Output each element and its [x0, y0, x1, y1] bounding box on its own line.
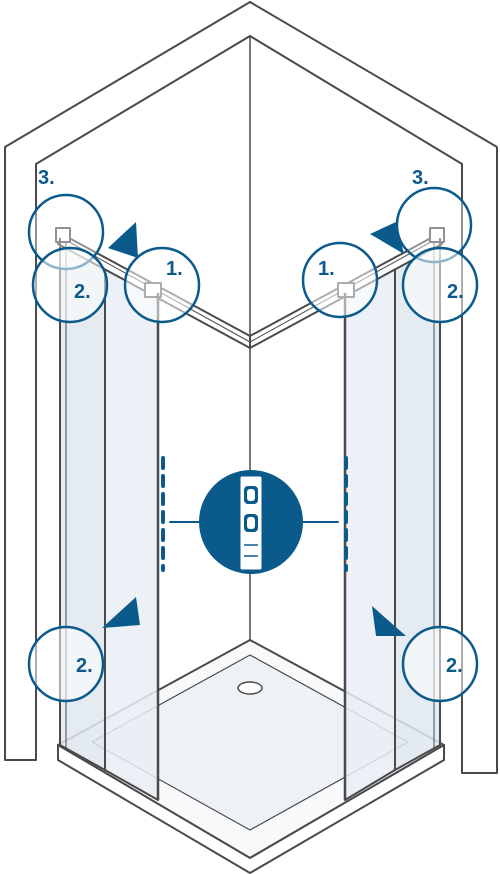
callout-circle-1-right: [301, 241, 379, 319]
bottom-right-arrow-icon: [372, 606, 406, 636]
right-sliding-door-panel: [344, 264, 396, 801]
step-3-right-label: 3.: [412, 167, 429, 189]
spirit-level-icon: [199, 470, 303, 574]
callout-circles: [27, 186, 479, 703]
step-3-left-label: 3.: [38, 167, 55, 189]
step-2-top-left-label: 2.: [74, 281, 91, 303]
top-right-arrow-icon: [370, 222, 404, 254]
drain-icon: [237, 681, 263, 695]
callout-circle-2-bottom-right: [401, 625, 479, 703]
step-1-right-label: 1.: [318, 258, 335, 280]
step-2-top-right-label: 2.: [447, 281, 464, 303]
step-2-bottom-left-label: 2.: [76, 655, 93, 677]
tray-base-front: [57, 744, 445, 874]
callout-labels: 3. 2. 1. 3. 2. 1. 2. 2.: [38, 167, 464, 677]
callout-circle-1-left: [123, 246, 201, 324]
left-sliding-door-panel: [104, 264, 159, 801]
step-2-bottom-right-label: 2.: [446, 655, 463, 677]
callout-circle-2-bottom-left: [27, 625, 105, 703]
plumb-guides: [161, 456, 348, 572]
bottom-left-arrow-icon: [102, 597, 140, 628]
direction-arrows: [102, 222, 406, 636]
step-1-left-label: 1.: [166, 258, 183, 280]
top-left-arrow-icon: [108, 222, 138, 258]
callout-circle-2-top-right: [401, 246, 479, 324]
callout-circle-2-top-left: [31, 246, 109, 324]
